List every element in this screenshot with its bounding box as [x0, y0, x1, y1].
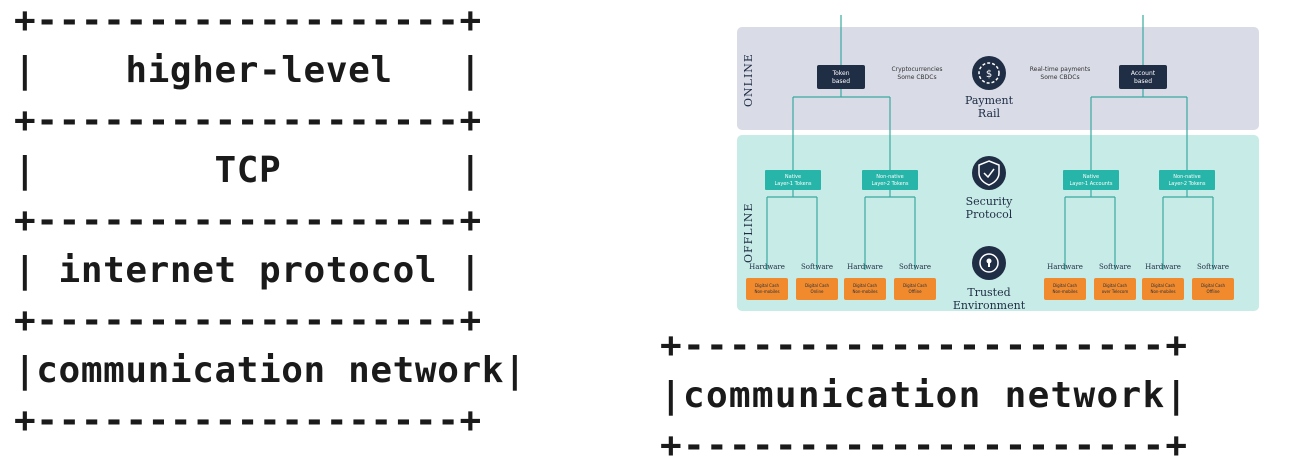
stack-border: +-------------------+	[14, 100, 482, 141]
teal-box-3-line2: Layer-1 Accounts	[1070, 181, 1113, 187]
lock-keyhole-stem	[988, 262, 990, 267]
orange-box-7-line1: Digital Cash	[1151, 283, 1176, 288]
orange-box-4-line1: Digital Cash	[903, 283, 928, 288]
teal-box-4-line1: Non-native	[1173, 174, 1200, 180]
orange-box-1	[746, 278, 788, 300]
orange-box-2-line2: Online	[811, 289, 824, 294]
dollar-glyph: $	[986, 69, 992, 80]
stack-border: +-------------------+	[14, 300, 482, 341]
gear-dollar-icon	[972, 56, 1006, 90]
teal-box-1	[765, 170, 821, 190]
sw-label: Software	[801, 263, 833, 271]
orange-box-4-line2: Offline	[908, 289, 922, 294]
orange-box-7-line2: Non-mobiles	[1150, 289, 1175, 294]
payment-rail-line2: Rail	[978, 107, 1001, 120]
crypto-text-line1: Cryptocurrencies	[891, 66, 942, 73]
hw-label: Hardware	[749, 263, 785, 271]
token-based-box	[817, 65, 865, 89]
sw-label: Software	[1197, 263, 1229, 271]
orange-box-3-line2: Non-mobiles	[852, 289, 877, 294]
orange-box-6-line1: Digital Cash	[1103, 283, 1128, 288]
teal-box-1-line2: Layer-1 Tokens	[774, 181, 811, 187]
gear-ring	[978, 62, 1000, 84]
stack-layer-tcp: | TCP |	[14, 150, 482, 191]
orange-box-8-line1: Digital Cash	[1201, 283, 1226, 288]
stack-layer-higher-level: | higher-level |	[14, 50, 482, 91]
teal-box-3	[1063, 170, 1119, 190]
orange-box-2-line1: Digital Cash	[805, 283, 830, 288]
stack-border: +---------------------+	[660, 325, 1189, 366]
orange-box-group: Digital Cash Non-mobiles Digital Cash On…	[746, 278, 1234, 300]
orange-box-4	[894, 278, 936, 300]
stack-layer-internet-protocol: | internet protocol |	[14, 250, 482, 291]
orange-box-3	[844, 278, 886, 300]
orange-box-3-line1: Digital Cash	[853, 283, 878, 288]
account-based-line1: Account	[1131, 70, 1156, 77]
realtime-text-line2: Some CBDCs	[1040, 74, 1079, 81]
realtime-text-line1: Real-time payments	[1030, 66, 1090, 73]
trusted-environment-line2: Environment	[953, 299, 1026, 311]
teal-box-3-line1: Native	[1083, 174, 1099, 180]
sw-label: Software	[1099, 263, 1131, 271]
online-label: ONLINE	[742, 53, 755, 107]
hw-label: Hardware	[1047, 263, 1083, 271]
stack-border: +-------------------+	[14, 200, 482, 241]
orange-box-6	[1094, 278, 1136, 300]
teal-box-4	[1159, 170, 1215, 190]
protocol-stack-left: +-------------------+ | higher-level | +--…	[14, 0, 526, 446]
offline-label: OFFLINE	[742, 202, 755, 263]
teal-box-1-line1: Native	[785, 174, 801, 180]
orange-box-2	[796, 278, 838, 300]
stack-border: +-------------------+	[14, 400, 482, 441]
teal-box-group: Native Layer-1 Tokens Non-native Layer-2…	[765, 170, 1215, 190]
orange-box-5-line1: Digital Cash	[1053, 283, 1078, 288]
orange-box-1-line1: Digital Cash	[755, 283, 780, 288]
hw-label: Hardware	[847, 263, 883, 271]
stack-border: +-------------------+	[14, 0, 482, 41]
orange-box-8	[1192, 278, 1234, 300]
shield-outline	[978, 160, 1000, 186]
orange-box-8-line2: Offline	[1206, 289, 1220, 294]
teal-box-2-line1: Non-native	[876, 174, 903, 180]
stack-layer-communication-network: |communication network|	[660, 375, 1189, 416]
security-protocol-line1: Security	[966, 195, 1013, 208]
lock-ring	[979, 253, 999, 273]
orange-box-5-line2: Non-mobiles	[1052, 289, 1077, 294]
trusted-environment-line1: Trusted	[967, 286, 1010, 299]
orange-box-5	[1044, 278, 1086, 300]
token-based-line1: Token	[831, 70, 849, 77]
token-based-line2: based	[832, 78, 850, 85]
payment-architecture-diagram: ONLINE OFFLINE Token based Account based…	[737, 15, 1259, 311]
orange-box-6-line2: over Telecom	[1102, 289, 1129, 294]
security-protocol-line2: Protocol	[966, 208, 1013, 221]
stack-border: +---------------------+	[660, 425, 1189, 466]
stack-layer-communication-network: |communication network|	[14, 350, 527, 391]
protocol-stack-right: +---------------------+ |communication ne…	[660, 321, 1188, 471]
lock-keyhole	[986, 258, 992, 264]
teal-box-4-line2: Layer-2 Tokens	[1168, 181, 1205, 187]
hw-sw-labels: Hardware Software Hardware Software Hard…	[749, 263, 1229, 271]
payment-rail-line1: Payment	[965, 94, 1014, 107]
orange-box-1-line2: Non-mobiles	[754, 289, 779, 294]
account-based-line2: based	[1134, 78, 1152, 85]
crypto-text-line2: Some CBDCs	[897, 74, 936, 81]
shield-check	[983, 168, 995, 179]
teal-box-2	[862, 170, 918, 190]
orange-box-7	[1142, 278, 1184, 300]
hw-label: Hardware	[1145, 263, 1181, 271]
teal-box-2-line2: Layer-2 Tokens	[871, 181, 908, 187]
connector-lines	[766, 15, 1214, 270]
account-based-box	[1119, 65, 1167, 89]
sw-label: Software	[899, 263, 931, 271]
